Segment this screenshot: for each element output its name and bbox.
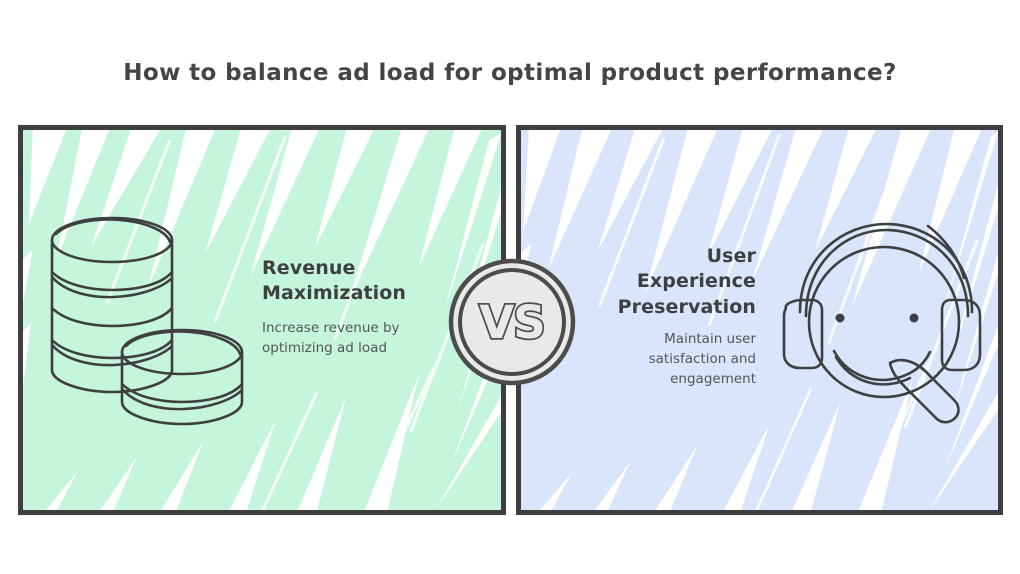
panel-text-revenue: Revenue Maximization Increase revenue by… [262, 256, 430, 358]
panel-heading-user-experience: User Experience Preservation [617, 245, 756, 318]
panel-body-user-experience: Maintain user satisfaction and engagemen… [648, 330, 756, 387]
panel-text-user-experience: User Experience Preservation Maintain us… [598, 244, 756, 390]
versus-badge-label: VS [478, 294, 548, 351]
page-title: How to balance ad load for optimal produ… [123, 60, 897, 86]
panel-body-revenue: Increase revenue by optimizing ad load [262, 319, 400, 356]
panel-heading-revenue: Revenue Maximization [262, 257, 407, 305]
versus-badge-rings [448, 258, 576, 386]
headset-smiley-icon [782, 222, 982, 424]
coins-stack-icon [50, 216, 244, 426]
versus-badge: VS [448, 258, 576, 386]
